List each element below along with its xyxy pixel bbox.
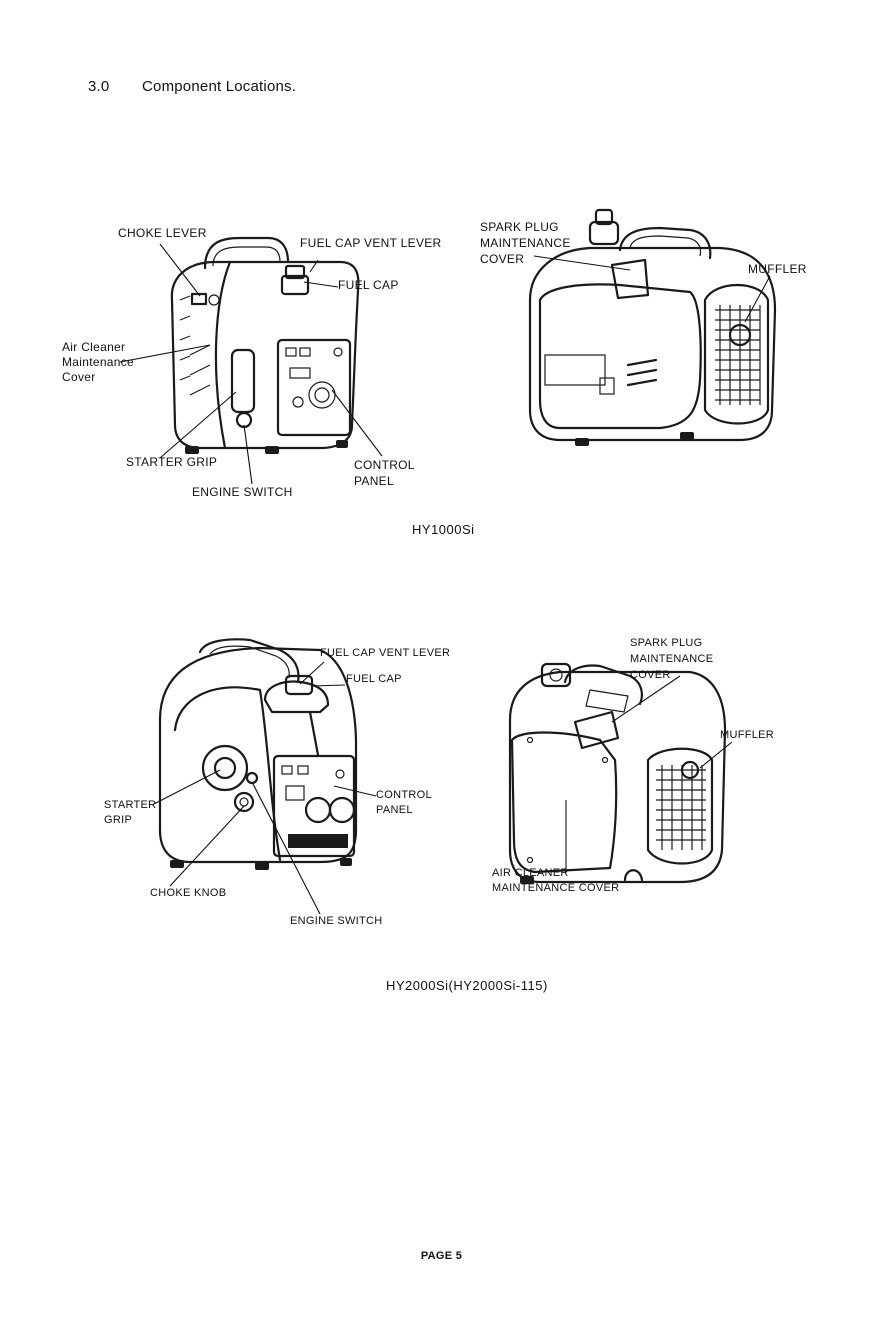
label-air-cleaner-2: Maintenance bbox=[62, 355, 135, 369]
label-spark-plug-b-3: COVER bbox=[630, 669, 671, 681]
label-air-cleaner-3: Cover bbox=[62, 370, 96, 384]
label-control-panel-2: PANEL bbox=[354, 474, 394, 488]
label-engine-switch-2: ENGINE SWITCH bbox=[290, 915, 383, 927]
label-starter-grip: STARTER GRIP bbox=[126, 455, 218, 469]
label-control-panel-b: CONTROL bbox=[376, 789, 432, 801]
caption-hy1000si: HY1000Si bbox=[412, 522, 475, 537]
label-starter-grip-2: STARTER bbox=[104, 799, 157, 811]
label-spark-plug-3: COVER bbox=[480, 252, 525, 266]
label-control-panel-b-2: PANEL bbox=[376, 804, 413, 816]
label-muffler-2: MUFFLER bbox=[720, 729, 775, 741]
label-spark-plug-b: SPARK PLUG bbox=[630, 637, 703, 649]
section-number: 3.0 bbox=[88, 78, 110, 95]
label-spark-plug-2: MAINTENANCE bbox=[480, 236, 571, 250]
label-muffler: MUFFLER bbox=[748, 262, 807, 276]
page-number: PAGE 5 bbox=[420, 1250, 463, 1262]
label-spark-plug-b-2: MAINTENANCE bbox=[630, 653, 714, 665]
label-choke-knob: CHOKE KNOB bbox=[150, 887, 227, 899]
label-control-panel: CONTROL bbox=[354, 458, 415, 472]
label-choke-lever: CHOKE LEVER bbox=[118, 226, 207, 240]
generator-1-rear-drawing bbox=[528, 208, 777, 446]
generator-2-front-drawing bbox=[151, 638, 377, 915]
section-heading: 3.0 Component Locations. bbox=[88, 78, 296, 95]
generator-2-rear-drawing bbox=[508, 662, 733, 884]
label-air-cleaner: Air Cleaner bbox=[62, 340, 126, 354]
section-title: Component Locations. bbox=[142, 78, 297, 95]
label-air-cleaner-b-2: MAINTENANCE COVER bbox=[492, 882, 620, 894]
label-spark-plug: SPARK PLUG bbox=[480, 220, 559, 234]
label-engine-switch: ENGINE SWITCH bbox=[192, 485, 293, 499]
label-fuel-cap-vent-lever-2: FUEL CAP VENT LEVER bbox=[320, 647, 451, 659]
caption-hy2000si: HY2000Si(HY2000Si-115) bbox=[386, 978, 548, 993]
label-fuel-cap: FUEL CAP bbox=[338, 278, 399, 292]
label-fuel-cap-vent-lever: FUEL CAP VENT LEVER bbox=[300, 236, 442, 250]
generator-1-front-drawing bbox=[119, 236, 383, 485]
label-air-cleaner-b: AIR CLEANER bbox=[492, 867, 569, 879]
label-fuel-cap-2: FUEL CAP bbox=[346, 673, 402, 685]
label-starter-grip-2b: GRIP bbox=[104, 814, 133, 826]
